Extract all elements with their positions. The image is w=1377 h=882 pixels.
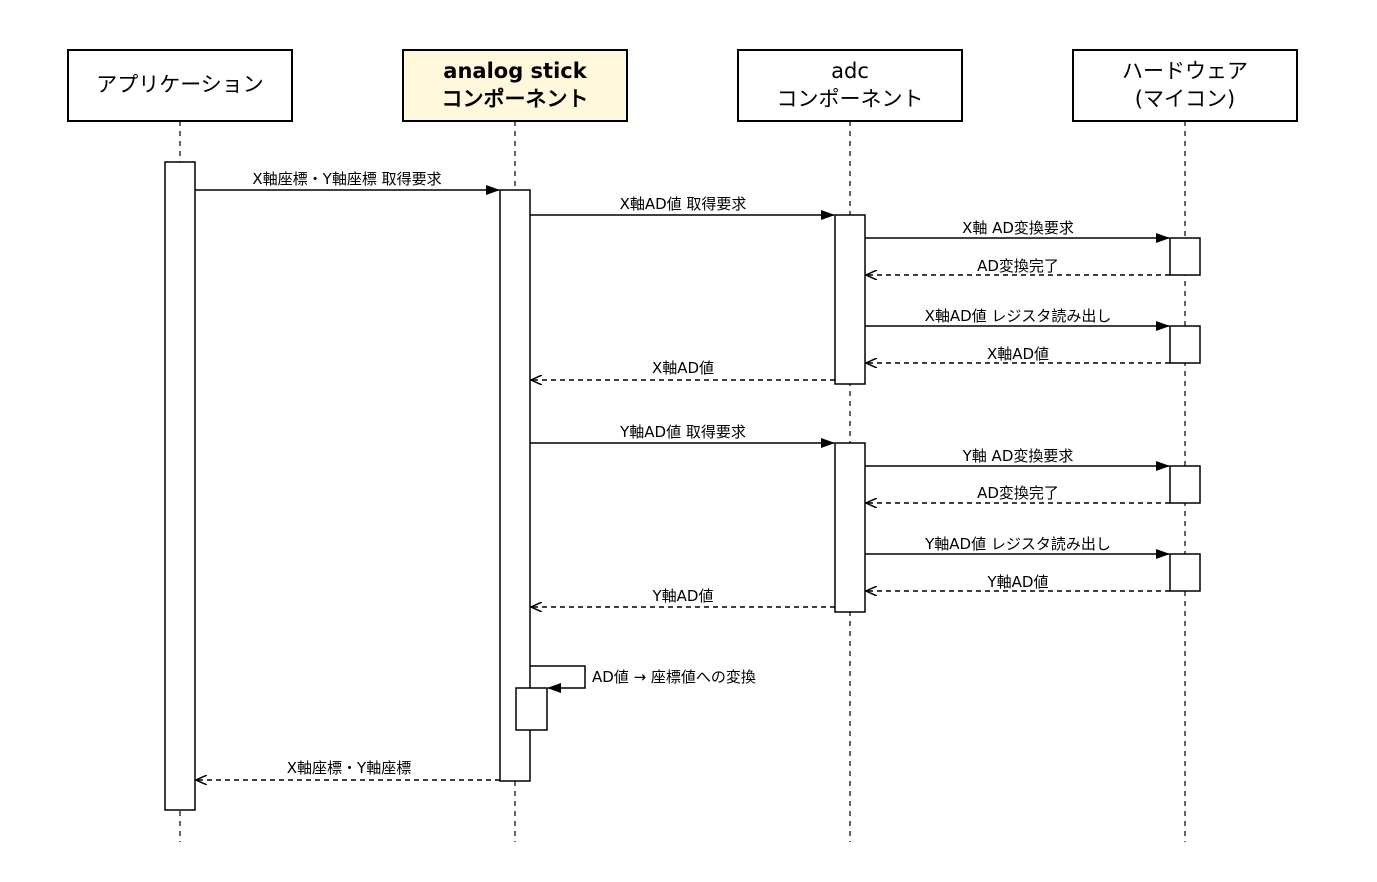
activation-app: [164, 161, 196, 811]
participant-adc-label-line1: adc: [831, 59, 869, 83]
participant-adc-label-line2: コンポーネント: [777, 87, 924, 111]
message-11-label: Y軸AD値 レジスタ読み出し: [924, 535, 1111, 553]
message-15-label: X軸座標・Y軸座標: [287, 759, 411, 777]
message-13-label: Y軸AD値: [652, 587, 714, 605]
message-8-label: Y軸AD値 取得要求: [619, 423, 746, 441]
participant-hardware: ハードウェア (マイコン): [1072, 49, 1298, 122]
participant-analog-stick-label-line1: analog stick: [443, 59, 587, 83]
message-11: Y軸AD値 レジスタ読み出し: [865, 535, 1170, 559]
activation-hw-3: [1169, 465, 1201, 504]
message-9-label: Y軸 AD変換要求: [962, 447, 1074, 465]
message-5: X軸AD値 レジスタ読み出し: [865, 307, 1170, 331]
message-14-self: AD値 → 座標値への変換: [530, 665, 756, 693]
message-3: X軸 AD変換要求: [865, 219, 1170, 243]
message-10: AD変換完了: [866, 484, 1170, 503]
message-1: X軸座標・Y軸座標 取得要求: [195, 170, 500, 195]
message-4: AD変換完了: [866, 257, 1170, 275]
message-5-label: X軸AD値 レジスタ読み出し: [925, 307, 1112, 325]
message-7: X軸AD値: [531, 359, 835, 380]
message-10-label: AD変換完了: [977, 484, 1059, 502]
message-1-label: X軸座標・Y軸座標 取得要求: [252, 170, 441, 188]
participant-adc: adc コンポーネント: [737, 49, 963, 122]
activation-stick-self: [515, 687, 548, 731]
message-4-label: AD変換完了: [977, 257, 1059, 275]
activation-stick: [499, 189, 531, 782]
activation-hw-1: [1169, 237, 1201, 276]
participant-app-label: アプリケーション: [96, 73, 264, 97]
message-9: Y軸 AD変換要求: [865, 447, 1170, 471]
participant-hardware-label-line2: (マイコン): [1135, 87, 1235, 111]
message-12: Y軸AD値: [866, 573, 1170, 591]
activation-adc-y: [834, 442, 866, 613]
message-6: X軸AD値: [866, 345, 1170, 363]
participant-analog-stick-label-line2: コンポーネント: [442, 87, 589, 111]
message-6-label: X軸AD値: [987, 345, 1049, 363]
message-15: X軸座標・Y軸座標: [196, 759, 500, 780]
activation-hw-2: [1169, 325, 1201, 364]
message-13: Y軸AD値: [531, 587, 835, 607]
message-2-label: X軸AD値 取得要求: [620, 195, 747, 213]
message-2: X軸AD値 取得要求: [530, 195, 835, 220]
message-14-label: AD値 → 座標値への変換: [592, 668, 756, 686]
participant-hardware-label-line1: ハードウェア: [1122, 59, 1248, 83]
activation-hw-4: [1169, 553, 1201, 592]
participant-analog-stick: analog stick コンポーネント: [402, 49, 628, 122]
activation-adc-x: [834, 214, 866, 385]
message-3-label: X軸 AD変換要求: [962, 219, 1074, 237]
message-8: Y軸AD値 取得要求: [530, 423, 835, 448]
message-12-label: Y軸AD値: [987, 573, 1049, 591]
participant-app: アプリケーション: [67, 49, 293, 122]
message-7-label: X軸AD値: [652, 359, 714, 377]
